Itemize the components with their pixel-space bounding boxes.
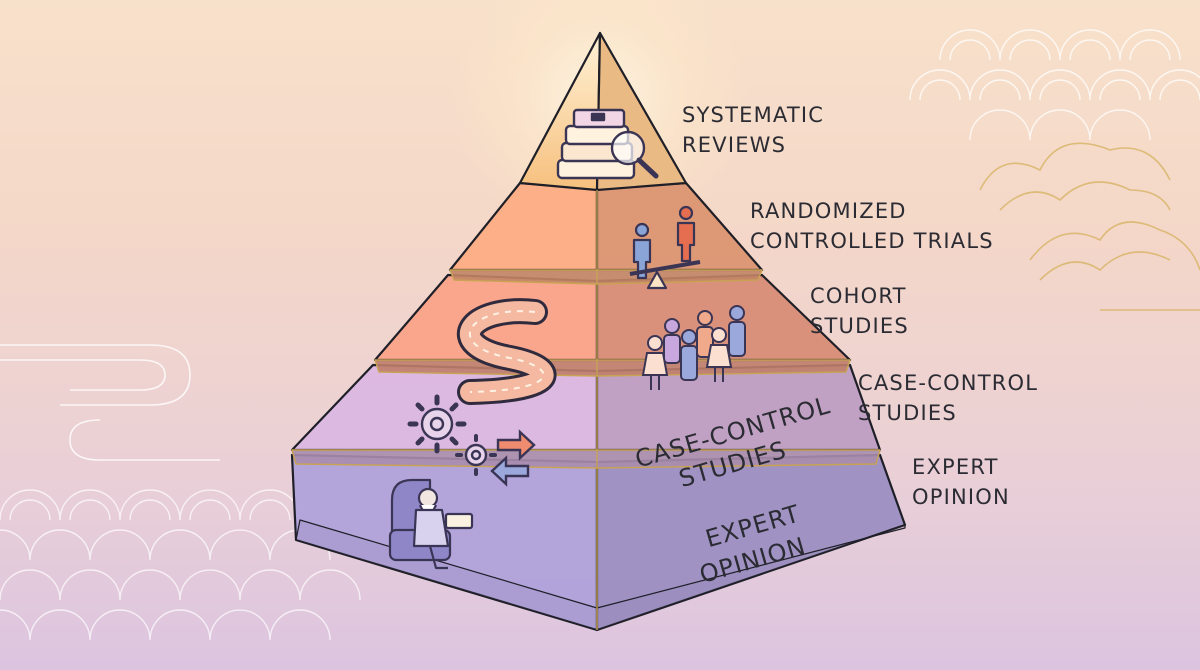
- gears-arrows-icon: [407, 394, 536, 487]
- crowd-icon: [641, 305, 746, 390]
- systematic-reviews-label-line: REVIEWS: [682, 133, 787, 157]
- systematic-reviews-label: SYSTEMATIC REVIEWS: [682, 100, 824, 160]
- case-control-label-line: CASE-CONTROL: [858, 371, 1039, 395]
- systematic-reviews-label-line: SYSTEMATIC: [682, 103, 825, 127]
- rct-left-face: [448, 181, 599, 272]
- cohort-label: COHORT STUDIES: [810, 281, 909, 341]
- case-control-label-line: STUDIES: [858, 401, 957, 425]
- rct-label-line: RANDOMIZED: [750, 199, 907, 223]
- expert-opinion-label-line: EXPERT: [912, 455, 999, 479]
- elder-reading-icon: [388, 478, 474, 570]
- rct-label-line: CONTROLLED TRIALS: [750, 229, 994, 253]
- background-cloud-right: [979, 142, 1200, 311]
- case-control-ledge: [291, 449, 881, 469]
- expert-opinion-label-line: OPINION: [912, 485, 1010, 509]
- books-magnifier-icon: [556, 108, 659, 180]
- background-wave-pattern-bottom-left: [0, 489, 361, 641]
- winding-path-icon: [457, 298, 557, 405]
- cohort-label-line: COHORT: [810, 284, 907, 308]
- cohort-label-line: STUDIES: [810, 314, 909, 338]
- expert-opinion-label: EXPERT OPINION: [912, 452, 1010, 512]
- cohort-ledge: [374, 359, 851, 377]
- background-cloud-left: [0, 344, 220, 461]
- rct-label: RANDOMIZED CONTROLLED TRIALS: [750, 196, 994, 256]
- balance-scale-people-icon: [629, 205, 701, 290]
- background-wave-pattern-top-right: [909, 29, 1200, 141]
- case-control-label: CASE-CONTROL STUDIES: [858, 368, 1038, 428]
